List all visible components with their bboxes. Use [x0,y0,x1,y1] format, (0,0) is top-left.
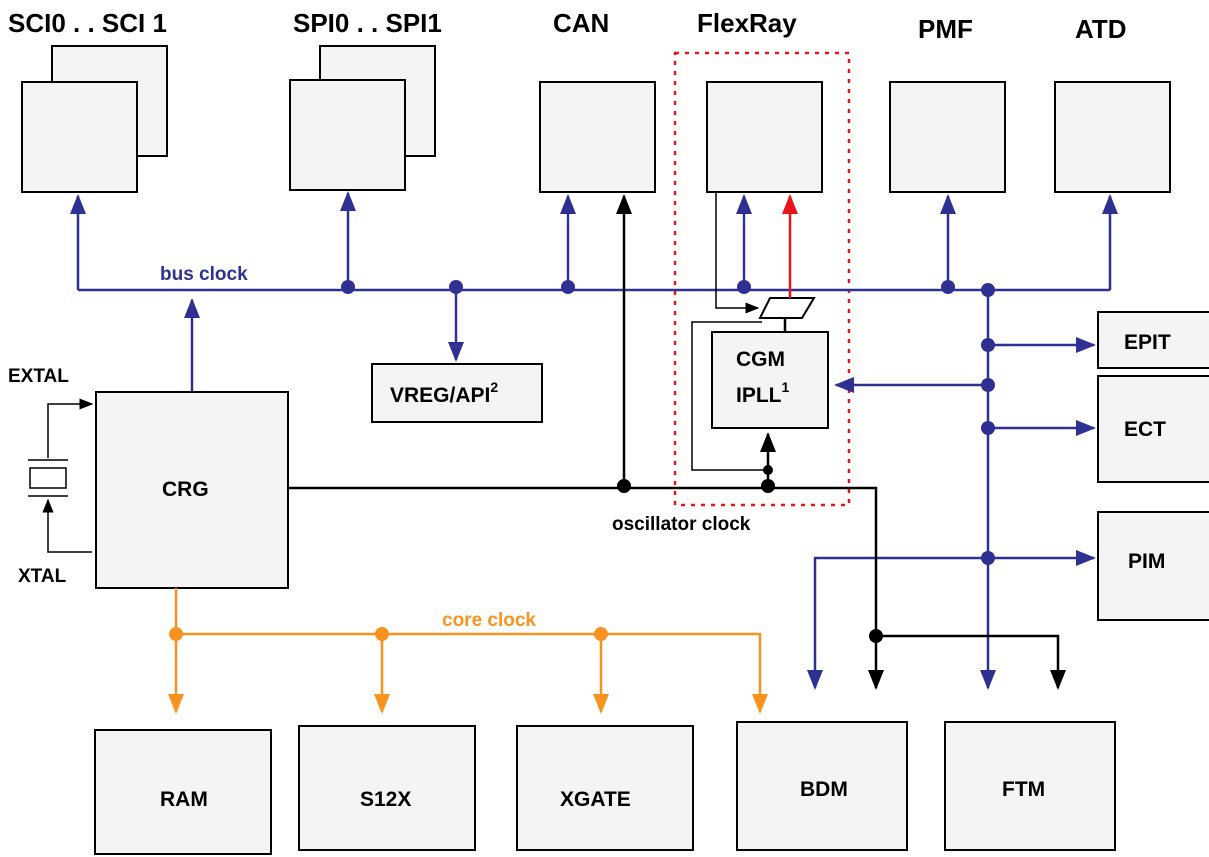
bdm-label: BDM [800,778,848,801]
vreg-box [371,363,543,423]
bus-clock-label: bus clock [160,264,248,285]
ftm-box [944,721,1116,851]
extal-line [47,398,94,458]
s12x-box [298,725,476,851]
ram-label: RAM [160,788,208,811]
flexray-label: FlexRay [697,8,797,38]
bdm-box [736,721,908,851]
bus-node-pim [981,551,995,565]
core-node-ram [169,627,183,641]
can-box [539,81,656,193]
bus-node-epit [981,338,995,352]
bus-node-flexray [737,280,751,294]
atd-box [1054,81,1171,193]
spi-label: SPI0 . . SPI1 [293,8,442,38]
bus-node-pmf [941,280,955,294]
bus-to-bdm [807,556,988,690]
pim-label: PIM [1128,550,1165,573]
vreg-label: VREG/API2 [390,379,498,407]
spi0-box [289,79,406,191]
can-label: CAN [553,8,609,38]
core-node-xgate [594,627,608,641]
s12x-label: S12X [360,788,411,811]
bus-node-trunk [981,283,995,297]
oscillator-clock-label: oscillator clock [612,514,751,535]
bus-node-spi [341,280,355,294]
ect-box [1097,375,1209,483]
bus-node-cgm [981,378,995,392]
pmf-label: PMF [918,14,973,44]
cgm-ipll-box [711,331,829,429]
core-clock-line [174,588,768,714]
xgate-label: XGATE [560,788,631,811]
osc-node-can [617,479,631,493]
ipll-label: IPLL1 [736,379,790,407]
cgm-label: CGM [736,348,785,371]
core-clock-label: core clock [442,610,536,631]
crystal-icon [29,467,67,489]
pim-box [1097,511,1209,621]
ect-label: ECT [1124,418,1166,441]
flexray-box [706,81,823,193]
core-node-s12x [375,627,389,641]
flexray-to-mux [715,192,760,314]
osc-node-cgm [761,479,775,493]
clock-mux [758,297,816,319]
extal-label: EXTAL [8,366,69,387]
crg-label: CRG [162,478,209,501]
flexray-region [673,51,851,507]
osc-to-ftm [876,634,1066,690]
sci-label: SCI0 . . SCI 1 [8,8,167,38]
pmf-box [889,81,1006,193]
xgate-box [516,725,694,851]
epit-box [1097,311,1209,369]
osc-feedback-loop [691,321,768,471]
ftm-label: FTM [1002,778,1045,801]
xtal-label: XTAL [18,566,67,587]
xtal-line [42,498,92,553]
ram-box [94,729,272,855]
epit-label: EPIT [1124,331,1171,354]
atd-label: ATD [1075,14,1127,44]
oscillator-clock-line [288,486,884,690]
bus-node-can [561,280,575,294]
sci0-box [21,81,138,193]
osc-node-ftm [869,629,883,643]
crystal-plates [28,459,68,497]
bus-node-vreg [449,280,463,294]
crg-box [95,391,289,589]
bus-node-ect [981,421,995,435]
